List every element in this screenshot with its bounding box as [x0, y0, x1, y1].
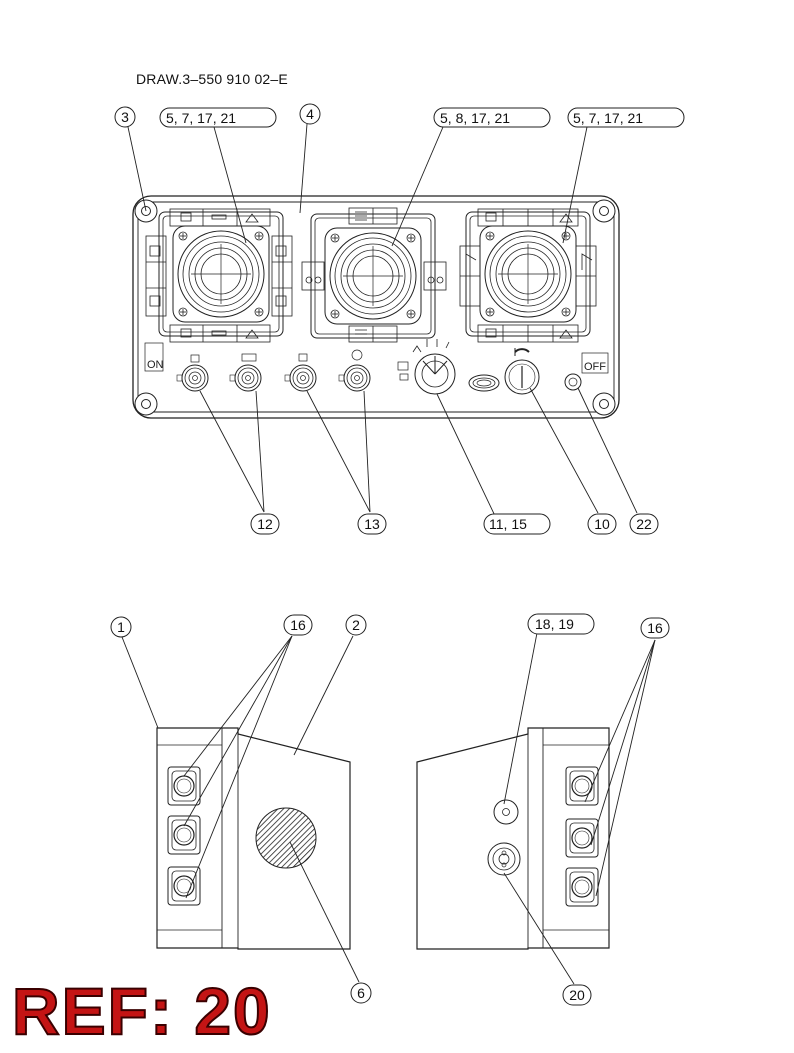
joystick-center-symbols	[301, 207, 447, 343]
gland-symbols	[190, 349, 363, 363]
side-port-left-1	[167, 766, 201, 806]
callout-22: 22	[629, 513, 659, 535]
joystick-left	[159, 212, 283, 336]
breather-plug	[255, 807, 317, 869]
svg-text:16: 16	[647, 620, 663, 636]
joystick-center	[311, 214, 435, 338]
svg-text:6: 6	[357, 985, 365, 1001]
svg-text:1: 1	[117, 619, 125, 635]
side-port-left-3	[167, 866, 201, 906]
callout-4: 4	[299, 103, 321, 125]
leader-lines-front	[127, 123, 638, 519]
svg-text:11, 15: 11, 15	[489, 516, 527, 532]
off-indicator: OFF	[581, 352, 609, 374]
svg-text:16: 16	[290, 617, 306, 633]
cable-gland-1[interactable]	[176, 364, 209, 392]
side-view-right	[416, 727, 610, 950]
control-panel-front: ON	[132, 195, 620, 419]
side-port-right-1	[565, 766, 599, 806]
svg-text:10: 10	[594, 516, 610, 532]
svg-text:2: 2	[352, 617, 360, 633]
callout-11-15: 11, 15	[483, 513, 551, 535]
callout-16-left: 16	[283, 614, 313, 636]
key-switch[interactable]	[504, 348, 540, 395]
drawing-number: DRAW.3–550 910 02–E	[136, 71, 288, 87]
callout-1: 1	[110, 616, 132, 638]
callout-6: 6	[350, 982, 372, 1004]
side-view-left	[156, 727, 351, 950]
callout-3: 3	[114, 106, 136, 128]
svg-text:5, 7, 17, 21: 5, 7, 17, 21	[166, 110, 236, 126]
svg-text:3: 3	[121, 109, 129, 125]
cable-gland-4[interactable]	[338, 364, 371, 392]
svg-text:12: 12	[257, 516, 273, 532]
svg-text:5, 7, 17, 21: 5, 7, 17, 21	[573, 110, 643, 126]
on-indicator: ON	[144, 342, 164, 372]
callout-5-7-17-21-left: 5, 7, 17, 21	[159, 107, 277, 128]
ref-stamp: REF: 20	[11, 974, 272, 1048]
joystick-left-symbols	[145, 208, 293, 343]
callout-2: 2	[345, 614, 367, 636]
callout-5-7-17-21-right: 5, 7, 17, 21	[567, 107, 685, 128]
callout-10: 10	[587, 513, 617, 535]
on-label: ON	[147, 359, 164, 371]
off-label: OFF	[584, 361, 606, 373]
callout-16-right: 16	[640, 617, 670, 639]
connector-socket	[493, 799, 519, 825]
svg-text:22: 22	[636, 516, 652, 532]
cable-gland-3[interactable]	[284, 364, 317, 392]
callout-12: 12	[250, 513, 280, 535]
callout-5-8-17-21: 5, 8, 17, 21	[433, 107, 551, 128]
side-port-right-3	[565, 867, 599, 907]
round-connector	[487, 842, 521, 876]
manufacturer-logo	[468, 374, 500, 392]
svg-text:13: 13	[364, 516, 380, 532]
svg-text:18, 19: 18, 19	[535, 616, 574, 632]
leader-lines-side	[121, 632, 656, 985]
svg-text:20: 20	[569, 987, 585, 1003]
pilot-lamp	[564, 373, 582, 391]
callout-13: 13	[357, 513, 387, 535]
cable-gland-2[interactable]	[229, 364, 262, 392]
side-port-left-2	[167, 815, 201, 855]
callout-18-19: 18, 19	[527, 613, 595, 635]
joystick-right-symbols	[459, 208, 597, 343]
selector-switch[interactable]	[397, 339, 456, 395]
callout-20: 20	[562, 984, 592, 1006]
joystick-right	[466, 212, 590, 336]
svg-text:4: 4	[306, 106, 314, 122]
svg-text:5, 8, 17, 21: 5, 8, 17, 21	[440, 110, 510, 126]
